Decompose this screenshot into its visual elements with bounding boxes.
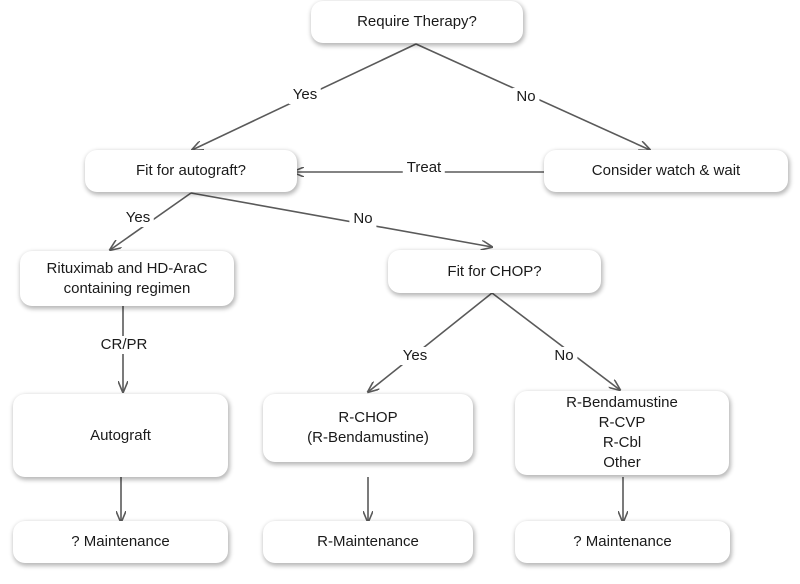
node-autograft: Autograft bbox=[13, 394, 228, 477]
edge-label-no: No bbox=[349, 210, 377, 228]
node-label-line: R-CVP bbox=[598, 414, 646, 431]
node-watch-wait: Consider watch & wait bbox=[544, 150, 788, 192]
node-label-line: Other bbox=[603, 454, 641, 471]
edge-label-yes: Yes bbox=[398, 347, 432, 365]
node-rituximab-regimen: Rituximab and HD-AraC containing regimen bbox=[20, 251, 234, 306]
node-r-maintenance: R-Maintenance bbox=[263, 521, 473, 563]
node-fit-autograft: Fit for autograft? bbox=[85, 150, 297, 192]
node-label-line: (R-Bendamustine) bbox=[307, 429, 429, 446]
node-maintenance-left: ? Maintenance bbox=[13, 521, 228, 563]
node-label: Consider watch & wait bbox=[591, 162, 741, 179]
node-label: Require Therapy? bbox=[357, 13, 477, 30]
node-fit-chop: Fit for CHOP? bbox=[388, 250, 601, 293]
node-label: Autograft bbox=[90, 426, 151, 444]
node-rchop: R-CHOP (R-Bendamustine) bbox=[263, 394, 473, 462]
node-label-line: R-Cbl bbox=[602, 434, 642, 451]
node-label-line: Rituximab and HD-AraC bbox=[46, 259, 208, 277]
node-label: R-Maintenance bbox=[317, 533, 419, 550]
edge-chop-to-rchop bbox=[368, 292, 493, 392]
node-label-line: containing regimen bbox=[63, 279, 191, 297]
edge-chop-to-rbendamustine bbox=[491, 292, 620, 390]
edge-label-treat: Treat bbox=[402, 159, 446, 177]
node-label: ? Maintenance bbox=[573, 533, 672, 550]
node-label: Fit for autograft? bbox=[135, 162, 247, 179]
edge-autograft-to-chop bbox=[190, 192, 492, 247]
edge-label-no: No bbox=[550, 347, 578, 365]
edge-label-cr-pr: CR/PR bbox=[96, 336, 152, 354]
node-label: Fit for CHOP? bbox=[447, 262, 542, 280]
edge-label-no: No bbox=[512, 88, 540, 106]
node-maintenance-right: ? Maintenance bbox=[515, 521, 730, 563]
edge-label-yes: Yes bbox=[121, 209, 155, 227]
node-label-line: R-CHOP bbox=[338, 409, 398, 426]
node-label: ? Maintenance bbox=[71, 533, 170, 550]
edge-label-yes: Yes bbox=[288, 86, 322, 104]
node-require-therapy: Require Therapy? bbox=[311, 1, 523, 43]
node-label-line: R-Bendamustine bbox=[566, 394, 678, 411]
node-r-bendamustine: R-Bendamustine R-CVP R-Cbl Other bbox=[515, 391, 729, 475]
